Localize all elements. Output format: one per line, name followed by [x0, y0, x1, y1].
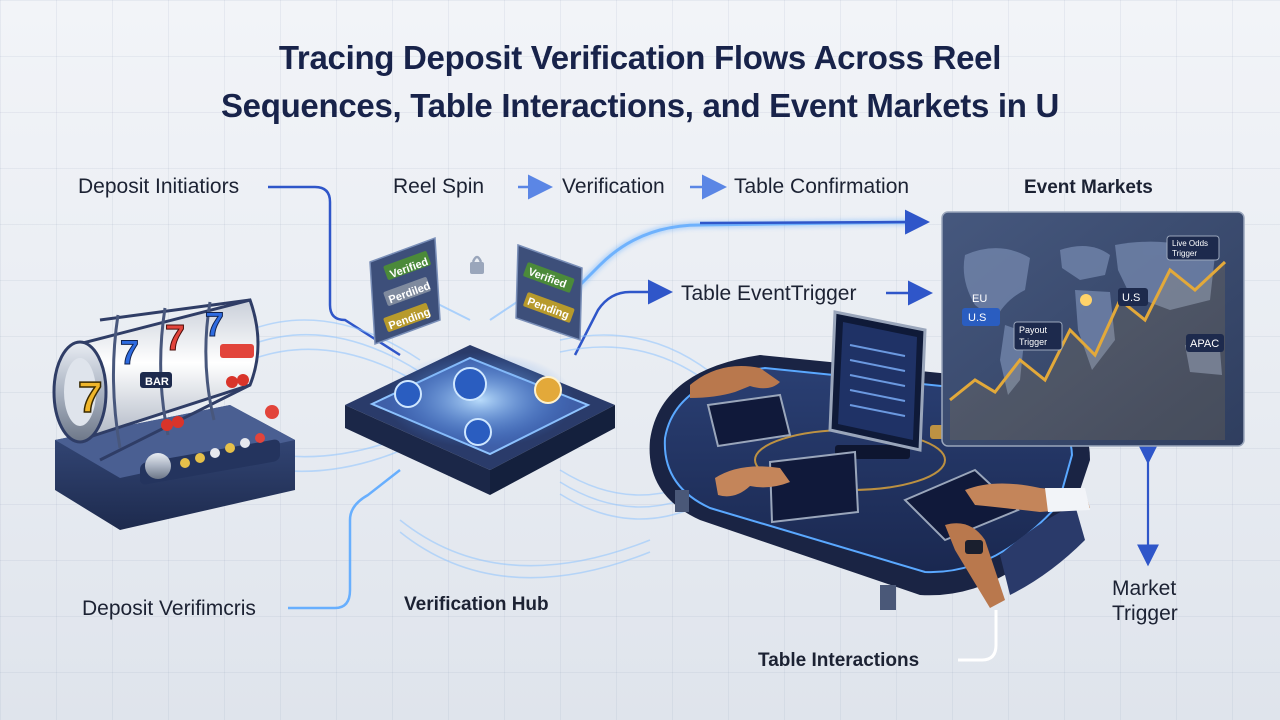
label-table-confirmation: Table Confirmation — [734, 175, 910, 198]
status-cards-left: Verified Perdiled Pending — [369, 236, 441, 346]
connector-table-event-trigger — [573, 279, 673, 356]
slot-machine: 7 7 7 7 BAR — [52, 298, 295, 530]
map-label-apac: APAC — [1190, 338, 1219, 350]
label-market-trigger-line2: Trigger — [1112, 602, 1178, 625]
status-cards-right: Verified Pending — [515, 243, 583, 342]
connector-deposit-initiators — [268, 185, 401, 357]
slot-buttons — [180, 405, 279, 468]
label-table-interactions: Table Interactions — [758, 650, 920, 671]
lock-icon — [470, 262, 484, 274]
map-label-eu: EU — [972, 293, 987, 305]
map-label-us-right: U.S — [1122, 292, 1140, 304]
svg-text:7: 7 — [165, 317, 185, 358]
title-line-2: Sequences, Table Interactions, and Event… — [220, 87, 1060, 124]
hand-middle — [715, 466, 790, 497]
label-deposit-initiators: Deposit Initiatiors — [78, 175, 240, 198]
label-deposit-verifications: Deposit Verifimcris — [82, 597, 256, 620]
market-trend-line — [949, 260, 1227, 402]
connector-deposit-verifications — [288, 469, 401, 610]
arrow-to-event-markets — [699, 209, 930, 235]
map-label-odds: Live Odds — [1172, 239, 1208, 248]
tablet-left — [706, 393, 792, 448]
verification-hub — [345, 255, 615, 495]
connector-hub-to-event-markets — [558, 220, 919, 307]
page-title: Tracing Deposit Verification Flows Acros… — [0, 34, 1280, 130]
title-line-1: Tracing Deposit Verification Flows Acros… — [278, 39, 1002, 76]
label-reel-spin: Reel Spin — [393, 175, 485, 198]
label-market-trigger: Market Trigger — [1112, 576, 1178, 626]
label-event-markets: Event Markets — [1024, 177, 1153, 198]
hand-bottom — [945, 523, 1005, 608]
map-label-us-left: U.S — [968, 312, 986, 324]
connector-table-interactions — [958, 610, 998, 662]
event-markets-panel: Live Odds Trigger EU U.S U.S Payout Trig… — [941, 211, 1245, 447]
label-verification-hub: Verification Hub — [404, 594, 549, 615]
map-label-payout-trigger: Trigger — [1019, 337, 1047, 347]
label-table-event-trigger: Table EventTrigger — [681, 282, 857, 305]
map-label-trigger: Trigger — [1172, 249, 1197, 258]
tablet-center — [768, 450, 860, 524]
reel-symbol-seven: 7 — [78, 373, 102, 422]
label-market-trigger-line1: Market — [1112, 577, 1177, 600]
svg-text:BAR: BAR — [145, 376, 169, 388]
smart-watch-icon — [965, 540, 983, 554]
svg-text:7: 7 — [120, 334, 139, 372]
spin-button — [145, 453, 171, 479]
market-hotspot — [1080, 294, 1092, 306]
map-label-payout: Payout — [1019, 325, 1048, 335]
hand-top — [690, 366, 780, 398]
label-verification: Verification — [562, 175, 665, 198]
svg-text:7: 7 — [205, 306, 224, 344]
